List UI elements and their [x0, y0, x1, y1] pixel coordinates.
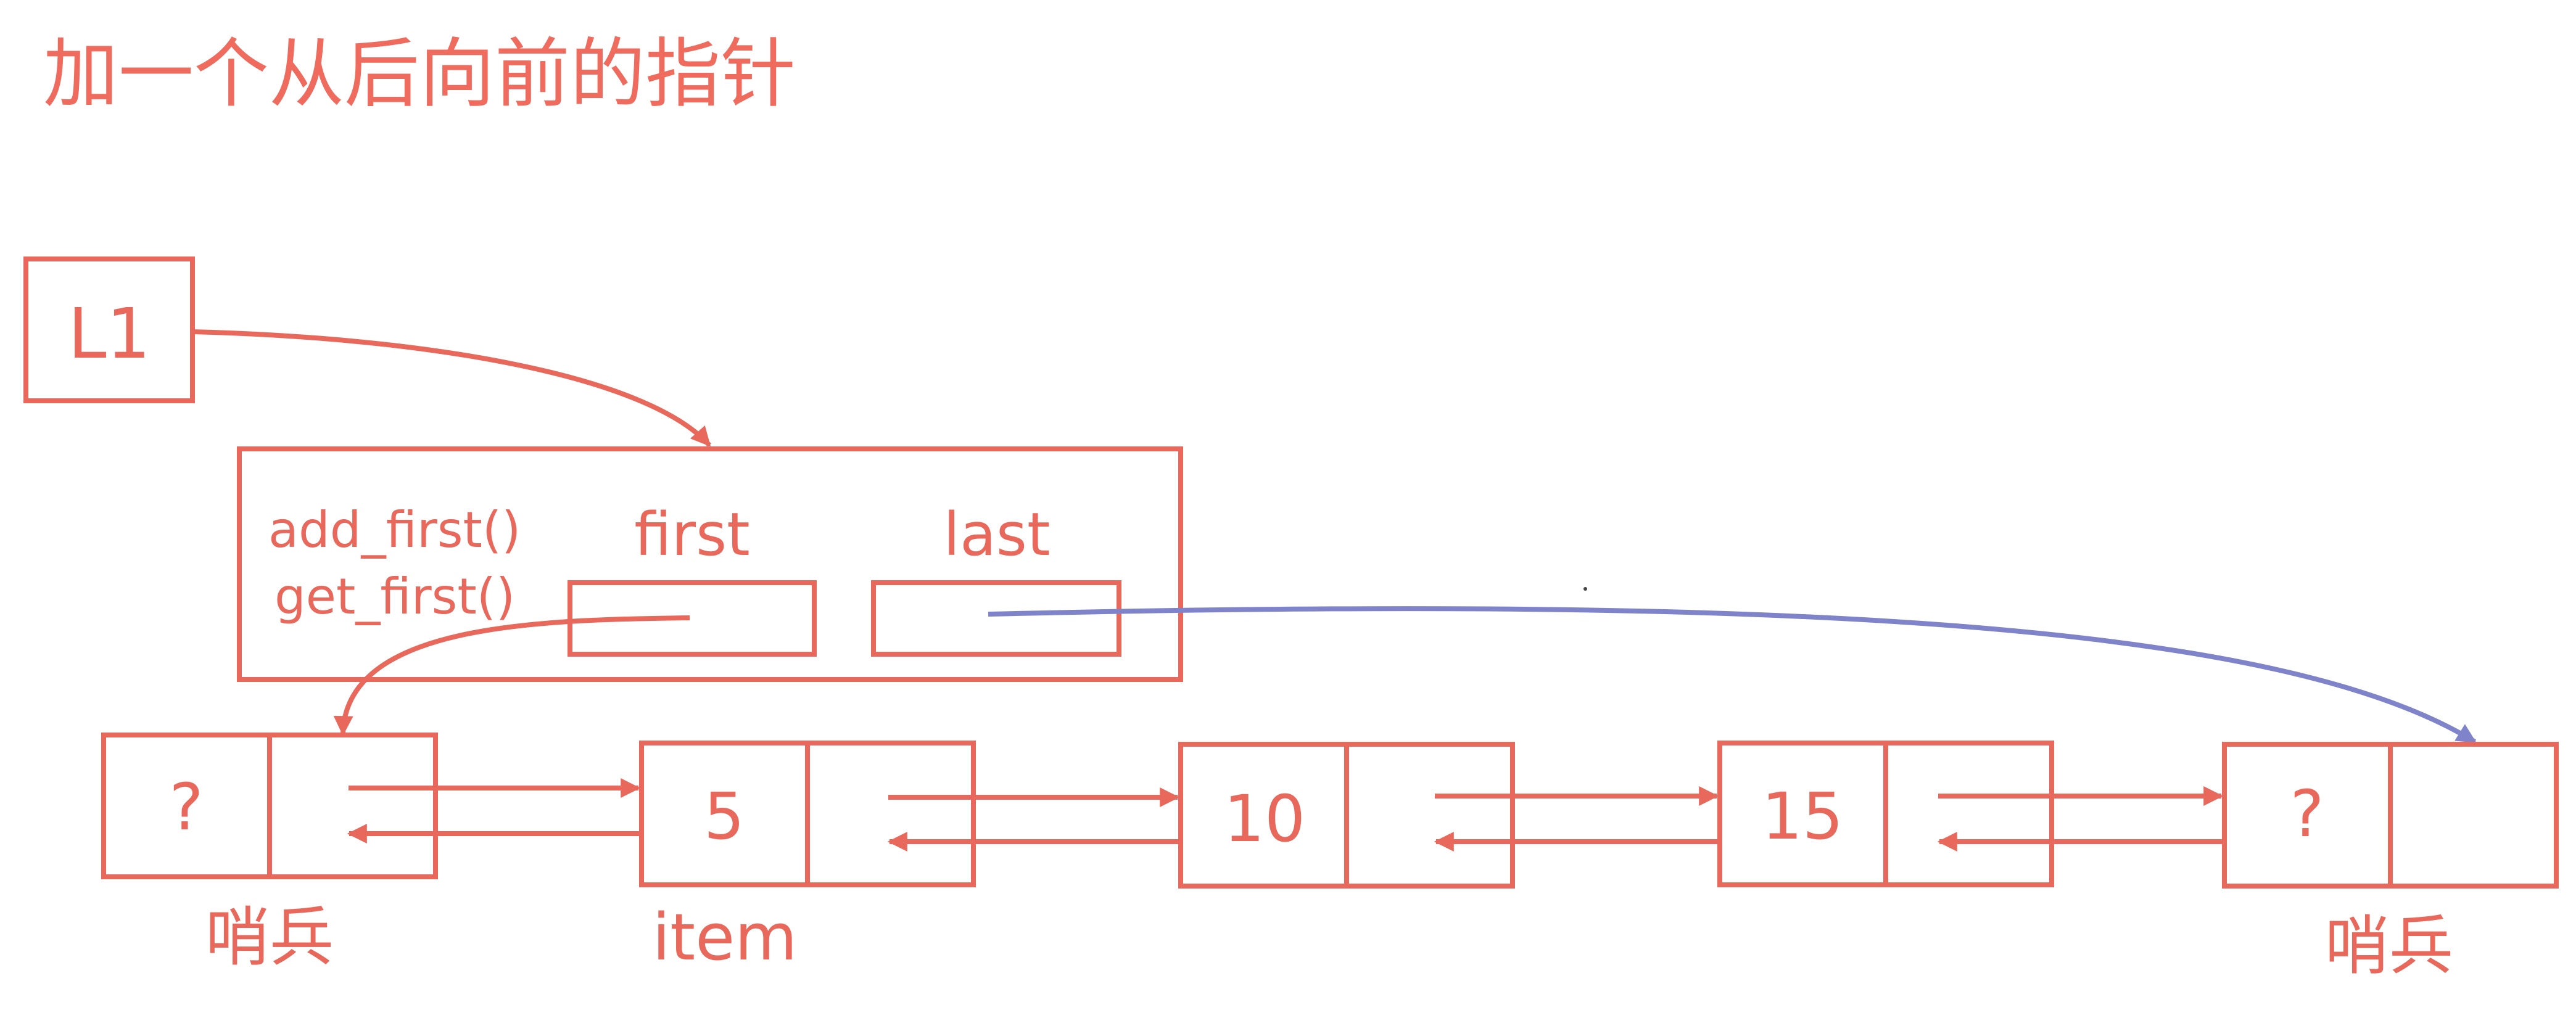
node-value: ? — [2290, 776, 2324, 852]
node-links — [347, 778, 2224, 852]
node-value: 5 — [704, 779, 745, 854]
last-pointer-arrow — [988, 606, 2477, 744]
stray-dot — [1583, 587, 1587, 591]
first-field-box — [568, 580, 817, 657]
l1-box — [23, 257, 195, 403]
node-value: 10 — [1224, 781, 1305, 856]
node-head-sentinel: ? 哨兵 — [101, 733, 438, 975]
node-value: ? — [169, 770, 203, 845]
node-caption: 哨兵 — [205, 900, 334, 975]
node-caption: item — [653, 900, 798, 975]
node-5: 5 item — [639, 741, 976, 975]
method-add-first: add_first() — [268, 501, 521, 559]
last-field-label: last — [943, 500, 1050, 569]
l1-label: L1 — [68, 294, 151, 374]
last-field-box — [871, 580, 1121, 657]
node-tail-sentinel: ? 哨兵 — [2222, 742, 2559, 983]
list-object-box — [237, 446, 1183, 682]
node-caption: 哨兵 — [2325, 908, 2453, 983]
first-pointer-arrow — [333, 615, 690, 736]
l1-pointer-arrow — [192, 329, 711, 447]
node-10: 10 — [1178, 742, 1515, 889]
first-field-label: first — [634, 500, 750, 569]
method-get-first: get_first() — [275, 568, 515, 625]
node-15: 15 — [1717, 741, 2054, 887]
page-title: 加一个从后向前的指针 — [43, 30, 796, 118]
node-value: 15 — [1762, 779, 1843, 854]
